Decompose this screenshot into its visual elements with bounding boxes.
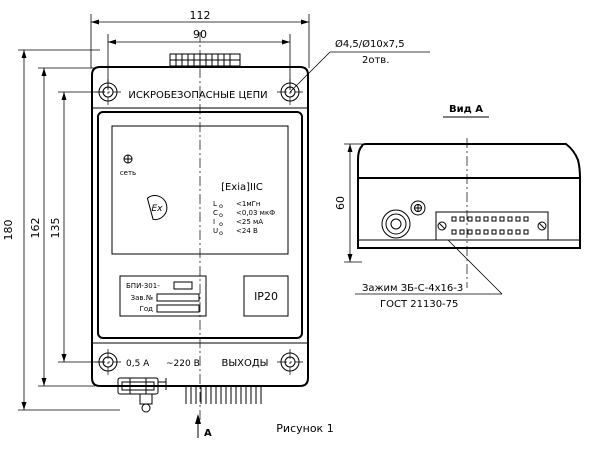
dimension-height-holes: 135	[49, 91, 105, 363]
side-view: Вид А 60	[334, 104, 582, 310]
side-gland	[381, 200, 426, 239]
param-sub: o	[219, 229, 223, 237]
dim-60-label: 60	[334, 196, 347, 210]
power-label: сеть	[120, 169, 136, 177]
parameter-list: L o <1мГн C o <0,03 мкФ I o <25 мА U o <…	[213, 200, 275, 237]
param-sub: o	[219, 211, 223, 219]
front-view: 112 90 180 162	[2, 9, 430, 439]
ex-mark-icon: Ex	[146, 195, 168, 221]
power-indicator: сеть	[120, 154, 136, 177]
param-sub: o	[219, 202, 223, 210]
view-arrow-a: А	[195, 414, 212, 439]
param-sym: L	[213, 200, 217, 208]
mounting-hole-bottom-right	[277, 349, 303, 375]
ip-rating-box: IP20	[243, 275, 289, 317]
mounting-hole-top-left	[95, 79, 121, 105]
param-sym: U	[213, 227, 218, 235]
side-base	[357, 177, 581, 249]
view-title: Вид А	[449, 104, 483, 115]
outputs-label: ВЫХОДЫ	[221, 358, 268, 369]
arrow-letter-label: А	[204, 428, 212, 439]
dim-135-label: 135	[49, 218, 62, 239]
param-sym: I	[213, 218, 215, 226]
dimension-height-inner: 162	[29, 67, 95, 387]
nameplate: БПИ-301- Зав.№ Год	[119, 275, 207, 317]
dim-112-label: 112	[190, 9, 211, 22]
param-val: <1мГн	[236, 200, 260, 208]
param-val: <0,03 мкФ	[236, 209, 275, 217]
top-connector	[169, 53, 241, 67]
ip-rating-label: IP20	[254, 290, 278, 303]
param-val: <24 В	[236, 227, 258, 235]
dim-162-label: 162	[29, 218, 42, 239]
dimension-depth: 60	[334, 143, 362, 263]
exia-label: [Exia]IIC	[221, 182, 263, 193]
side-cover	[357, 143, 582, 179]
param-sub: o	[219, 220, 223, 228]
terminal-callout: Зажим ЗБ-С-4х16-3 ГОСТ 21130-75	[355, 239, 503, 310]
svg-text:Ex: Ex	[151, 204, 163, 214]
output-pins	[185, 386, 262, 404]
mains-label: ~220 В	[166, 359, 200, 369]
terminal-contacts	[451, 216, 529, 235]
dimension-height-overall: 180	[2, 49, 120, 411]
param-sym: C	[213, 209, 218, 217]
dim-180-label: 180	[2, 220, 15, 241]
intrinsically-safe-label: ИСКРОБЕЗОПАСНЫЕ ЦЕПИ	[128, 90, 267, 101]
plate-serial-label: Зав.№	[131, 294, 153, 302]
standard-label: ГОСТ 21130-75	[380, 299, 458, 310]
dimension-width-overall: 112	[90, 9, 310, 68]
hole-spec-label: Ø4,5/Ø10х7,5	[335, 38, 405, 50]
mounting-hole-bottom-left	[95, 349, 121, 375]
hole-callout: Ø4,5/Ø10х7,5 2отв.	[289, 38, 430, 93]
fuse-label: 0,5 А	[126, 359, 150, 369]
hole-count-label: 2отв.	[362, 55, 389, 66]
cable-gland	[117, 377, 167, 413]
terminal-spec-label: Зажим ЗБ-С-4х16-3	[362, 283, 463, 294]
plate-model-label: БПИ-301-	[126, 282, 160, 290]
figure-caption: Рисунок 1	[276, 422, 333, 435]
dimension-width-holes: 90	[107, 28, 291, 90]
terminal-strip	[435, 211, 549, 241]
param-val: <25 мА	[236, 218, 263, 226]
plate-year-label: Год	[140, 305, 154, 313]
